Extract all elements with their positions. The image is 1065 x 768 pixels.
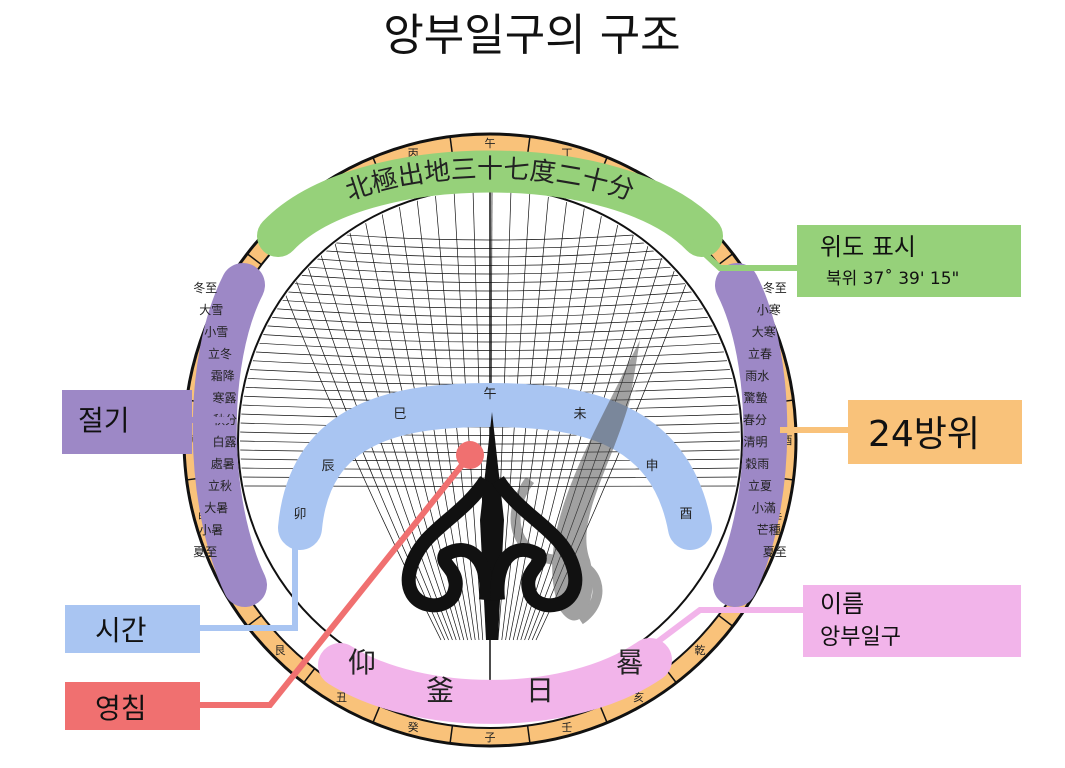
solar-term: 小寒 [757,302,781,317]
solar-term: 霜降 [211,369,235,383]
solar-term: 夏至 [193,545,217,559]
solar-term: 立冬 [208,346,232,361]
gnomon [401,412,583,640]
ring-mark: 丁 [561,147,572,160]
label-gnomon: 영침 [65,682,200,730]
solar-term: 大雪 [199,303,223,317]
label-time: 시간 [65,605,200,653]
solar-term: 寒露 [212,390,236,405]
solar-term: 穀雨 [745,457,769,471]
time-mark: 未 [573,407,586,422]
solar-term: 春分 [743,413,767,427]
solar-term: 雨水 [745,369,769,383]
name-mark: 晷 [616,646,644,679]
ring-mark: 壬 [561,721,572,734]
solar-term: 立春 [748,346,772,361]
solar-term: 驚蟄 [744,390,768,405]
time-mark: 午 [483,387,496,402]
name-marks: 仰釜日晷 [348,646,644,707]
solar-term: 清明 [744,435,768,449]
solar-term: 小滿 [752,501,776,515]
solar-term: 冬至 [763,280,787,295]
solar-term: 大寒 [752,324,776,339]
latitude-value: 북위 37˚ 39' 15" [826,268,959,289]
latitude-title: 위도 표시 [820,233,916,261]
ring-mark: 丑 [336,691,347,704]
gnomon-shadow [510,340,640,625]
name-title: 이름 [820,590,864,618]
solar-term: 處暑 [211,457,235,471]
solar-term: 芒種 [757,522,781,537]
ring-mark: 艮 [274,644,285,657]
solar-term: 小雪 [204,325,228,339]
solar-term: 白露 [212,434,236,449]
time-mark: 巳 [393,407,406,422]
name-value: 앙부일구 [820,625,901,650]
solar-term: 立夏 [748,478,772,493]
solar-term: 小暑 [199,523,223,537]
label-solar-terms: 절기 [62,390,192,454]
page-title: 앙부일구의 구조 [383,10,680,61]
name-mark: 釜 [426,674,454,707]
label-name: 이름 앙부일구 [803,585,1021,657]
name-mark: 日 [526,674,554,707]
solar-term: 立秋 [208,478,232,493]
solar-term: 冬至 [193,280,217,295]
label-directions: 24방위 [848,400,1022,464]
ring-mark: 乾 [695,644,706,657]
solar-terms-title: 절기 [78,404,130,437]
ring-mark: 亥 [633,690,644,704]
time-title: 시간 [95,614,147,647]
time-mark: 酉 [679,507,692,522]
name-mark: 仰 [348,646,376,679]
ring-mark: 丙 [408,147,419,160]
name-band: 仰釜日晷 [318,638,672,724]
callout-lines [190,237,850,708]
ring-mark: 子 [485,731,496,744]
time-mark: 申 [645,459,658,474]
time-mark: 辰 [321,459,334,474]
gnomon-title: 영침 [95,692,147,725]
time-mark: 卯 [293,507,306,522]
label-latitude: 위도 표시 북위 37˚ 39' 15" [797,225,1021,297]
ring-mark: 午 [485,137,496,150]
directions-title: 24방위 [868,414,980,455]
solar-term: 夏至 [763,545,787,559]
solar-term: 大暑 [204,501,228,515]
ring-mark: 癸 [408,720,419,734]
